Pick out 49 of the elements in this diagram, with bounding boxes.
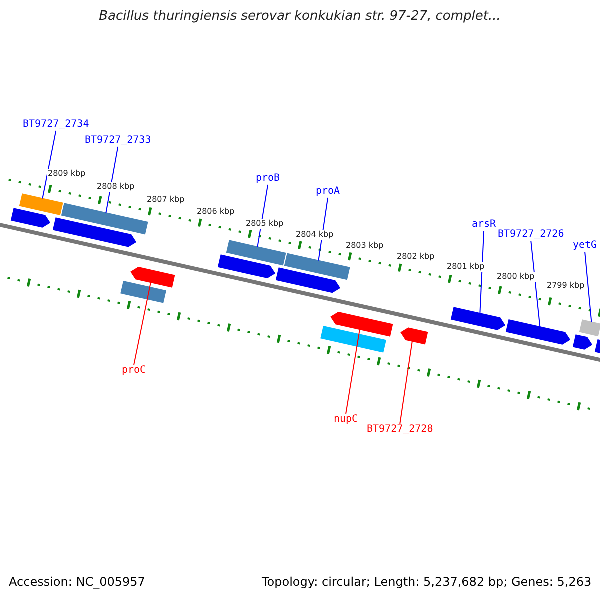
gene-block: [19, 194, 64, 216]
gene-block: [52, 218, 137, 248]
gene-label: proA: [316, 186, 340, 198]
gene-label: BT9727_2728: [367, 424, 434, 436]
leader-line: [42, 130, 57, 200]
gene-label: proB: [256, 173, 280, 185]
gene-label: BT9727_2726: [498, 229, 564, 241]
scale-label: 2809 kbp: [47, 169, 87, 179]
gene-block: [320, 326, 386, 353]
map-title: Bacillus thuringiensis serovar konkukian str. 97-27, complet...: [98, 9, 502, 25]
gene-block: [330, 312, 394, 337]
leader-line: [584, 252, 592, 323]
gene-block: [400, 328, 428, 345]
leader-line: [257, 184, 269, 248]
gene-label: BT9727_2734: [23, 119, 90, 131]
genome-info-text: Topology: circular; Length: 5,237,682 bp; Genes: 5,263: [262, 575, 592, 590]
leader-line: [530, 240, 541, 328]
leader-line: [346, 329, 360, 414]
gene-block: [120, 281, 166, 304]
scale-label: 2802 kbp: [396, 252, 436, 262]
gene-block: [579, 320, 600, 337]
leader-line: [134, 282, 152, 366]
accession-text: Accession: NC_005957: [9, 575, 146, 590]
gene-block: [226, 240, 286, 266]
gene-block: [218, 254, 276, 279]
gene-label: proC: [122, 365, 146, 377]
gene-block: [10, 208, 51, 228]
scale-label: 2805 kbp: [245, 219, 285, 229]
gene-block: [506, 320, 571, 345]
gene-block: [594, 340, 600, 356]
scale-label: 2804 kbp: [295, 230, 335, 240]
gene-label: yetG: [573, 240, 598, 252]
scale-label: 2800 kbp: [496, 272, 536, 282]
gene-block: [61, 203, 148, 235]
gene-block: [130, 266, 176, 288]
leader-line: [480, 230, 485, 314]
scale-label: 2801 kbp: [446, 262, 486, 272]
scale-label: 2803 kbp: [345, 241, 385, 251]
gene-label: arsR: [472, 219, 496, 231]
scale-label: 2808 kbp: [96, 182, 136, 192]
gene-block: [450, 307, 506, 330]
gene-block: [284, 253, 350, 280]
scale-label: 2807 kbp: [146, 195, 186, 205]
leader-line: [400, 340, 413, 424]
gene-block: [276, 268, 341, 294]
gene-label: BT9727_2733: [85, 135, 152, 147]
gene-label: nupC: [334, 414, 358, 426]
scale-label: 2799 kbp: [546, 281, 586, 291]
scale-label: 2806 kbp: [196, 207, 236, 217]
